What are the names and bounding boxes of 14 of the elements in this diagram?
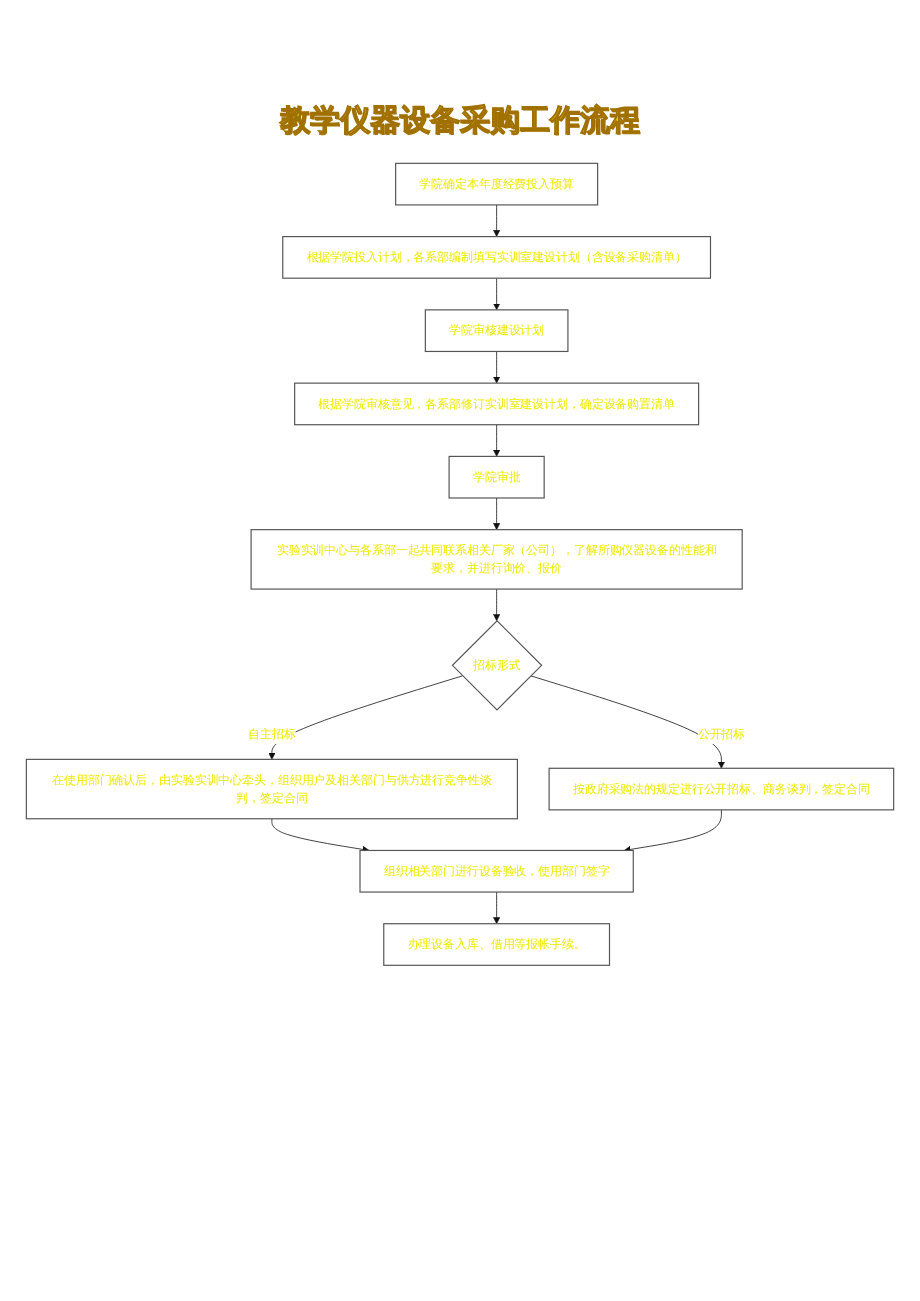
node-box: 实验实训中心与各系部一起共同联系相关厂家（公司），了解所购仪器设备的性能和要求，并进行询价、报价: [250, 529, 743, 590]
edge-label: 公开招标: [697, 727, 746, 742]
node-box: 学院审批: [448, 455, 545, 499]
diagram-title: 教学仪器设备采购工作流程: [278, 101, 641, 139]
node-diamond: 招标形式: [451, 619, 543, 711]
node-box: 办理设备入库、借用等报帐手续。: [383, 923, 611, 966]
node-box: 按政府采购法的规定进行公开招标、商务谈判，签定合同: [548, 767, 895, 811]
node-box: 学院确定本年度经费投入预算: [395, 162, 599, 206]
node-box: 学院审核建设计划: [424, 309, 569, 353]
node-box: 在使用部门确认后，由实验实训中心牵头，组织用户及相关部门与供方进行竞争性谈判，签定合同: [25, 758, 518, 820]
edge-label: 自主招标: [248, 727, 296, 742]
node-box: 根据学院审核意见，各系部修订实训室建设计划，确定设备购置清单: [294, 382, 700, 426]
node-box: 组织相关部门进行设备验收，使用部门签字: [359, 849, 634, 893]
node-box: 根据学院投入计划，各系部编制填写实训室建设计划（含设备采购清单）: [282, 236, 712, 279]
